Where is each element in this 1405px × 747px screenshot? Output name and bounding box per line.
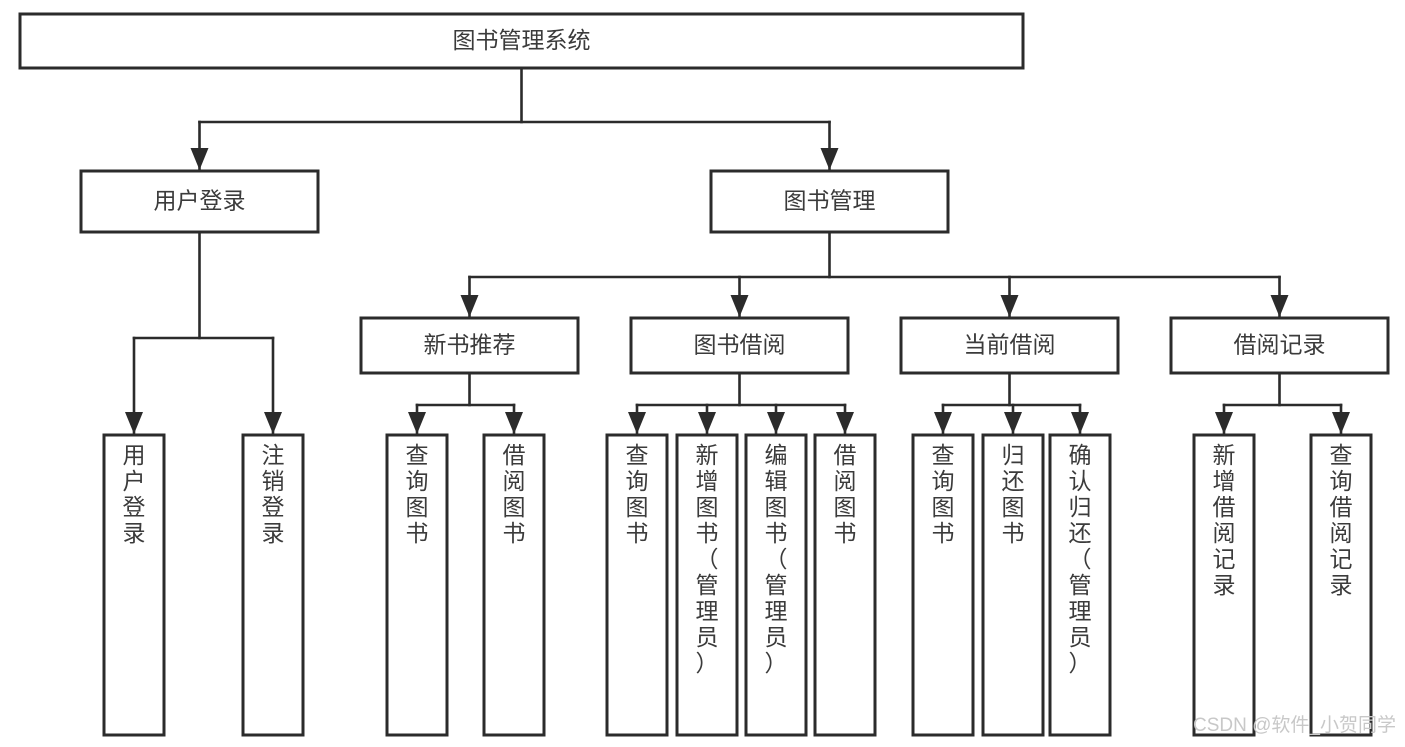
- node-leaf-query-book-1[interactable]: 查询图书: [385, 433, 449, 737]
- arrow-head-icon: [934, 412, 952, 434]
- node-leaf-borrow-book-1[interactable]: 借阅图书: [482, 433, 546, 737]
- node-root-system-box[interactable]: [18, 12, 1025, 70]
- node-user-login-box[interactable]: [79, 169, 320, 234]
- arrow-head-icon: [460, 295, 479, 317]
- node-leaf-query-record[interactable]: 查询借阅记录: [1309, 433, 1373, 737]
- node-leaf-add-record[interactable]: 新增借阅记录: [1192, 433, 1256, 737]
- node-leaf-user-login-box[interactable]: [102, 433, 166, 737]
- node-leaf-add-book-box[interactable]: [675, 433, 739, 737]
- arrow-head-icon: [1270, 295, 1289, 317]
- connectors-layer: [125, 66, 1350, 436]
- node-leaf-edit-book-box[interactable]: [744, 433, 808, 737]
- node-book-borrow-box[interactable]: [629, 316, 850, 375]
- node-current-borrow-box[interactable]: [899, 316, 1120, 375]
- csdn-watermark: CSDN @软件_小贺同学: [1193, 714, 1396, 736]
- arrow-head-icon: [190, 148, 209, 170]
- node-new-book-rec-label: 新书推荐: [424, 332, 516, 358]
- node-book-manage-box[interactable]: [709, 169, 950, 234]
- arrow-head-icon: [408, 412, 426, 434]
- arrow-head-icon: [125, 412, 143, 434]
- node-leaf-logout-box[interactable]: [241, 433, 305, 737]
- node-leaf-logout-label: 注销登录: [262, 442, 285, 546]
- node-leaf-borrow-book-2-label: 借阅图书: [834, 442, 857, 546]
- node-user-login-label: 用户登录: [154, 188, 246, 214]
- arrow-head-icon: [1071, 412, 1089, 434]
- node-leaf-confirm-return[interactable]: 确认归还（管理员）: [1048, 433, 1112, 737]
- node-leaf-borrow-book-1-box[interactable]: [482, 433, 546, 737]
- arrow-head-icon: [1215, 412, 1233, 434]
- arrow-head-icon: [730, 295, 749, 317]
- node-leaf-edit-book[interactable]: 编辑图书（管理员）: [744, 433, 808, 737]
- node-leaf-query-book-2[interactable]: 查询图书: [605, 433, 669, 737]
- arrow-head-icon: [628, 412, 646, 434]
- node-book-manage[interactable]: 图书管理: [709, 169, 950, 234]
- node-leaf-return-book-label: 归还图书: [1002, 442, 1025, 546]
- node-leaf-add-record-label: 新增借阅记录: [1213, 442, 1236, 598]
- node-borrow-record-label: 借阅记录: [1234, 332, 1326, 358]
- node-leaf-add-book[interactable]: 新增图书（管理员）: [675, 433, 739, 737]
- arrow-head-icon: [1004, 412, 1022, 434]
- arrow-head-icon: [820, 148, 839, 170]
- node-leaf-query-record-box[interactable]: [1309, 433, 1373, 737]
- arrow-head-icon: [505, 412, 523, 434]
- node-leaf-logout[interactable]: 注销登录: [241, 433, 305, 737]
- node-leaf-query-book-1-box[interactable]: [385, 433, 449, 737]
- node-leaf-add-record-box[interactable]: [1192, 433, 1256, 737]
- node-new-book-rec-box[interactable]: [359, 316, 580, 375]
- arrow-head-icon: [836, 412, 854, 434]
- node-root-system[interactable]: 图书管理系统: [18, 12, 1025, 70]
- arrow-head-icon: [1000, 295, 1019, 317]
- node-leaf-user-login[interactable]: 用户登录: [102, 433, 166, 737]
- node-leaf-confirm-return-box[interactable]: [1048, 433, 1112, 737]
- node-leaf-return-book-box[interactable]: [981, 433, 1045, 737]
- node-user-login[interactable]: 用户登录: [79, 169, 320, 234]
- node-current-borrow-label: 当前借阅: [964, 332, 1056, 358]
- node-borrow-record[interactable]: 借阅记录: [1169, 316, 1390, 375]
- node-leaf-edit-book-label: 编辑图书（管理员）: [765, 442, 788, 676]
- nodes-layer: 图书管理系统用户登录图书管理新书推荐图书借阅当前借阅借阅记录用户登录注销登录查询…: [18, 12, 1390, 737]
- node-root-system-label: 图书管理系统: [453, 27, 591, 53]
- node-book-manage-label: 图书管理: [784, 188, 876, 214]
- node-leaf-borrow-book-2[interactable]: 借阅图书: [813, 433, 877, 737]
- node-current-borrow[interactable]: 当前借阅: [899, 316, 1120, 375]
- node-leaf-query-book-1-label: 查询图书: [406, 442, 429, 546]
- node-borrow-record-box[interactable]: [1169, 316, 1390, 375]
- node-leaf-borrow-book-2-box[interactable]: [813, 433, 877, 737]
- node-leaf-borrow-book-1-label: 借阅图书: [503, 442, 526, 546]
- node-leaf-query-book-3[interactable]: 查询图书: [911, 433, 975, 737]
- node-leaf-query-book-2-label: 查询图书: [626, 442, 649, 546]
- node-book-borrow[interactable]: 图书借阅: [629, 316, 850, 375]
- node-leaf-return-book[interactable]: 归还图书: [981, 433, 1045, 737]
- arrow-head-icon: [264, 412, 282, 434]
- node-leaf-query-book-3-label: 查询图书: [932, 442, 955, 546]
- node-book-borrow-label: 图书借阅: [694, 332, 786, 358]
- node-leaf-user-login-label: 用户登录: [123, 442, 146, 546]
- node-leaf-query-book-2-box[interactable]: [605, 433, 669, 737]
- node-leaf-query-record-label: 查询借阅记录: [1330, 442, 1353, 598]
- arrow-head-icon: [767, 412, 785, 434]
- node-leaf-add-book-label: 新增图书（管理员）: [696, 442, 719, 676]
- node-leaf-query-book-3-box[interactable]: [911, 433, 975, 737]
- node-leaf-confirm-return-label: 确认归还（管理员）: [1069, 442, 1092, 676]
- arrow-head-icon: [698, 412, 716, 434]
- arrow-head-icon: [1332, 412, 1350, 434]
- node-new-book-rec[interactable]: 新书推荐: [359, 316, 580, 375]
